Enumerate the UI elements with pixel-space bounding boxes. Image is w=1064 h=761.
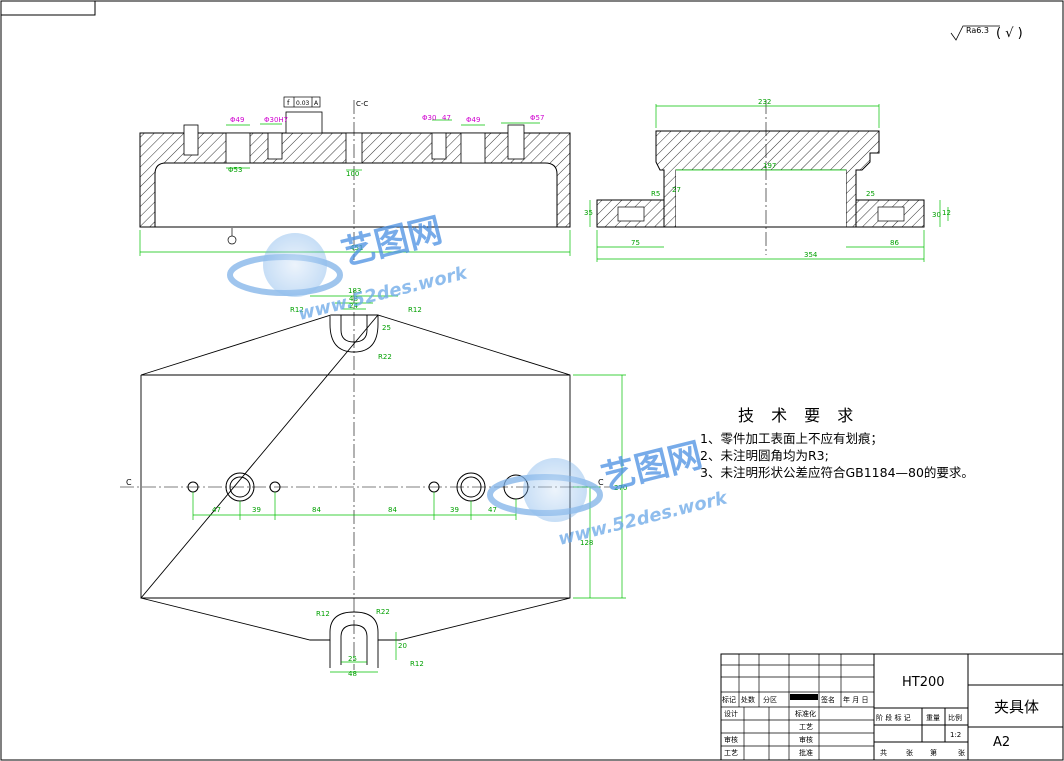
tech-req-title: 技 术 要 求 bbox=[738, 406, 860, 425]
dim-right-h1: 30 bbox=[932, 211, 941, 219]
tolerance-datum: A bbox=[314, 100, 319, 107]
dim-height-outer: 270 bbox=[614, 484, 627, 492]
dim-right-h2: 12 bbox=[942, 209, 951, 217]
tech-req-item: 1、零件加工表面上不应有划痕； bbox=[700, 431, 883, 446]
dim-r22-bottom: R22 bbox=[376, 608, 390, 616]
tb-stage: 阶 段 标 记 bbox=[876, 713, 911, 722]
dim-25-top: 25 bbox=[382, 324, 391, 332]
watermark-cn: 艺图网 bbox=[598, 435, 707, 498]
tb-scale: 1:2 bbox=[950, 731, 961, 739]
dim-27: 27 bbox=[672, 186, 681, 194]
hole-dim: 84 bbox=[312, 506, 321, 514]
dim-height-inner: 128 bbox=[580, 539, 593, 547]
corner-tag-box bbox=[0, 0, 96, 16]
dim-phi49-left: Φ49 bbox=[230, 116, 244, 124]
section-label: C-C bbox=[356, 100, 368, 108]
dim-25-bottom: 25 bbox=[348, 655, 357, 663]
dim-left-75: 75 bbox=[631, 239, 640, 247]
surface-finish-suffix: ( √ ) bbox=[996, 26, 1023, 41]
technical-requirements: 技 术 要 求 1、零件加工表面上不应有划痕； 2、未注明圆角均为R3; 3、未… bbox=[700, 402, 974, 481]
tb-zone: 分区 bbox=[763, 695, 777, 704]
dim-phi49-right: Φ49 bbox=[466, 116, 480, 124]
dim-depth: 100 bbox=[346, 170, 359, 178]
tb-count: 处数 bbox=[741, 695, 755, 704]
title-block: 标记 处数 分区 签名 年 月 日 设计 标准化 审核 工艺 工艺 审核 批准 … bbox=[720, 653, 1064, 761]
front-section-view: C-C f 0.03 A 451 100 Φ53 bbox=[139, 96, 571, 260]
dim-r12-right: R12 bbox=[408, 306, 422, 314]
dim-height-35: 35 bbox=[584, 209, 593, 217]
tb-process: 工艺 bbox=[724, 749, 738, 757]
tb-ratio: 比例 bbox=[948, 713, 962, 722]
tb-part-name: 夹具体 bbox=[994, 698, 1039, 716]
dim-top-width: 232 bbox=[758, 98, 771, 106]
hole-dim: 47 bbox=[212, 506, 221, 514]
tb-gongyi2: 工艺 bbox=[799, 723, 813, 731]
dim-r12-bottom-b: R12 bbox=[410, 660, 424, 668]
tb-sign: 签名 bbox=[821, 695, 835, 704]
dim-top-183: 183 bbox=[348, 287, 361, 295]
cut-marker-right: C bbox=[598, 478, 604, 487]
dim-r12-left: R12 bbox=[290, 306, 304, 314]
surface-finish-label: Ra6.3 bbox=[966, 26, 989, 35]
hole-dim: 84 bbox=[388, 506, 397, 514]
tb-design: 设计 bbox=[724, 709, 738, 718]
tb-sheet-size: A2 bbox=[993, 735, 1010, 750]
dim-48-bottom: 48 bbox=[348, 670, 357, 678]
dim-r12-bottom: R12 bbox=[316, 610, 330, 618]
dim-phi30h7: Φ30H7 bbox=[264, 116, 288, 124]
tb-sheet: 张 bbox=[906, 748, 913, 757]
side-section-view: 232 197 R5 27 25 35 75 86 354 30 12 bbox=[584, 98, 951, 262]
hole-dim: 39 bbox=[450, 506, 459, 514]
dim-phi57: Φ57 bbox=[530, 114, 544, 122]
tb-material: HT200 bbox=[902, 675, 945, 690]
surface-finish-symbol: Ra6.3 ( √ ) bbox=[950, 25, 1023, 41]
hole-dim: 47 bbox=[488, 506, 497, 514]
dim-25: 25 bbox=[866, 190, 875, 198]
dim-r5: R5 bbox=[651, 190, 660, 198]
tb-weight: 重量 bbox=[926, 714, 940, 722]
dim-overall-width: 354 bbox=[804, 251, 818, 259]
dim-phi30-right: Φ30 bbox=[422, 114, 436, 122]
hole-large-inner bbox=[460, 476, 482, 498]
tb-mark: 标记 bbox=[722, 695, 736, 704]
hole-dim: 39 bbox=[252, 506, 261, 514]
dim-top-24: 24 bbox=[349, 302, 358, 310]
tolerance-symbol: f bbox=[287, 99, 290, 107]
tb-sheet2: 张 bbox=[958, 748, 965, 757]
plan-view: C C bbox=[120, 287, 627, 678]
dim-20-bottom: 20 bbox=[398, 642, 407, 650]
hole-large-inner bbox=[229, 476, 251, 498]
watermark-right: 艺图网 www.52des.work bbox=[487, 435, 730, 550]
dim-r22: R22 bbox=[378, 353, 392, 361]
tech-req-item: 3、未注明形状公差应符合GB1184—80的要求。 bbox=[700, 465, 974, 480]
dim-right-86: 86 bbox=[890, 239, 899, 247]
tolerance-frame: f 0.03 A bbox=[283, 96, 321, 108]
dim-phi53: Φ53 bbox=[228, 166, 242, 174]
tb-date: 年 月 日 bbox=[843, 695, 868, 704]
dim-phi47: 47 bbox=[442, 114, 451, 122]
tb-review: 审核 bbox=[724, 735, 738, 744]
dim-top-48: 48 bbox=[349, 295, 358, 303]
datum-symbol bbox=[227, 228, 237, 245]
dim-overall-length: 451 bbox=[350, 244, 363, 252]
tb-standardize: 标准化 bbox=[795, 709, 816, 718]
tb-total: 共 bbox=[880, 748, 887, 757]
cut-marker-left: C bbox=[126, 478, 132, 487]
tech-req-item: 2、未注明圆角均为R3; bbox=[700, 448, 829, 463]
tolerance-value: 0.03 bbox=[296, 100, 310, 107]
tb-approve: 批准 bbox=[799, 748, 813, 757]
tb-checked: 审核 bbox=[799, 735, 813, 744]
tb-page: 第 bbox=[930, 748, 937, 757]
dim-inner-width: 197 bbox=[763, 162, 776, 170]
